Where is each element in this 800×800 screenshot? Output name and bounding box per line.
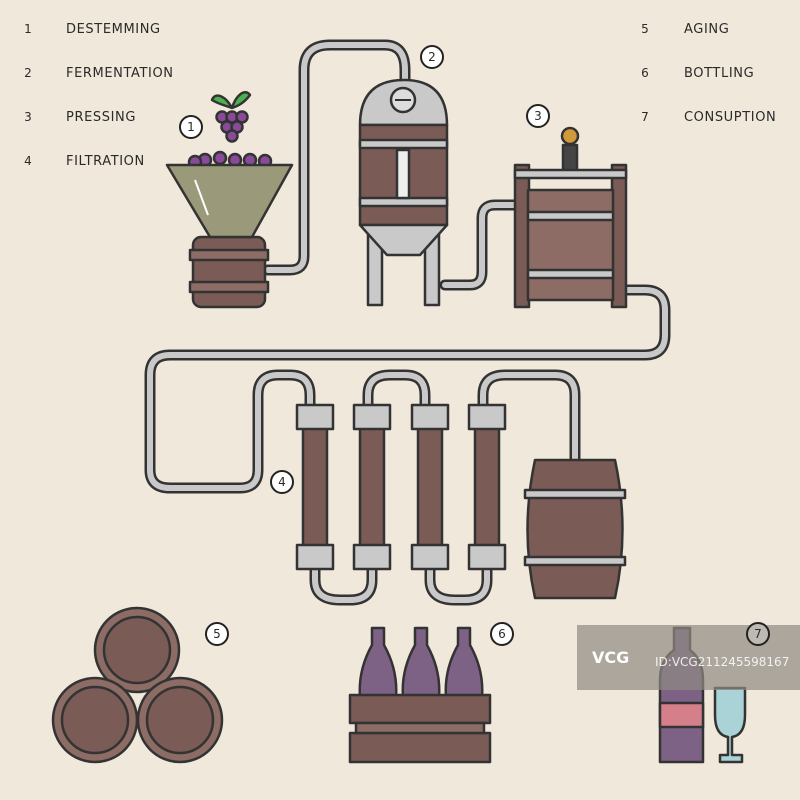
legend-label: AGING bbox=[684, 22, 729, 37]
step-marker-circle bbox=[526, 104, 550, 128]
step-number: 3 bbox=[534, 109, 542, 123]
step-number: 7 bbox=[754, 627, 762, 641]
step-marker: 6 bbox=[490, 622, 514, 646]
step-marker-circle bbox=[205, 622, 229, 646]
barrel bbox=[523, 458, 627, 600]
legend-label: FERMENTATION bbox=[66, 66, 174, 81]
destemmer bbox=[165, 91, 294, 309]
legend-number: 4 bbox=[24, 154, 32, 168]
legend-label: DESTEMMING bbox=[66, 22, 161, 37]
legend-number: 6 bbox=[641, 66, 649, 80]
fermentation-tank bbox=[358, 78, 449, 307]
step-number: 2 bbox=[428, 50, 436, 64]
watermark-logo: VCG bbox=[592, 648, 629, 667]
filter-column bbox=[352, 403, 392, 571]
step-marker: 5 bbox=[205, 622, 229, 646]
step-marker-circle bbox=[270, 470, 294, 494]
aging-barrels bbox=[51, 606, 224, 764]
step-marker-circle bbox=[746, 622, 770, 646]
legend-label: BOTTLING bbox=[684, 66, 754, 81]
step-marker: 3 bbox=[526, 104, 550, 128]
watermark: VCG ID:VCG211245598167 bbox=[577, 625, 800, 690]
legend-label: CONSUPTION bbox=[684, 110, 776, 125]
pipes bbox=[144, 39, 671, 606]
filter-column bbox=[295, 403, 335, 571]
legend-number: 5 bbox=[641, 22, 649, 36]
watermark-id: ID:VCG211245598167 bbox=[655, 655, 789, 669]
legend-number: 2 bbox=[24, 66, 32, 80]
step-marker: 4 bbox=[270, 470, 294, 494]
legend-left: 1 DESTEMMING 2 FERMENTATION 3 PRESSING 4… bbox=[24, 22, 173, 169]
legend-number: 1 bbox=[24, 22, 32, 36]
step-markers: 1 2 3 4 5 6 7 bbox=[179, 45, 770, 646]
legend-number: 7 bbox=[641, 110, 649, 124]
grapes-icon bbox=[210, 91, 252, 143]
legend-label: PRESSING bbox=[66, 110, 136, 125]
step-marker-circle bbox=[420, 45, 444, 69]
filter-column bbox=[410, 403, 450, 571]
bottle-crate bbox=[348, 626, 492, 764]
step-number: 1 bbox=[187, 120, 195, 134]
step-marker: 2 bbox=[420, 45, 444, 69]
filter-column bbox=[467, 403, 507, 571]
filter-columns bbox=[295, 403, 507, 571]
wine-press bbox=[513, 126, 628, 309]
step-number: 6 bbox=[498, 627, 506, 641]
step-marker: 7 bbox=[746, 622, 770, 646]
step-marker-circle bbox=[179, 115, 203, 139]
step-number: 5 bbox=[213, 627, 221, 641]
step-marker-circle bbox=[490, 622, 514, 646]
legend-right: 5 AGING 6 BOTTLING 7 CONSUPTION bbox=[641, 22, 776, 125]
step-number: 4 bbox=[278, 475, 286, 489]
step-marker: 1 bbox=[179, 115, 203, 139]
legend-label: FILTRATION bbox=[66, 154, 145, 169]
legend-number: 3 bbox=[24, 110, 32, 124]
